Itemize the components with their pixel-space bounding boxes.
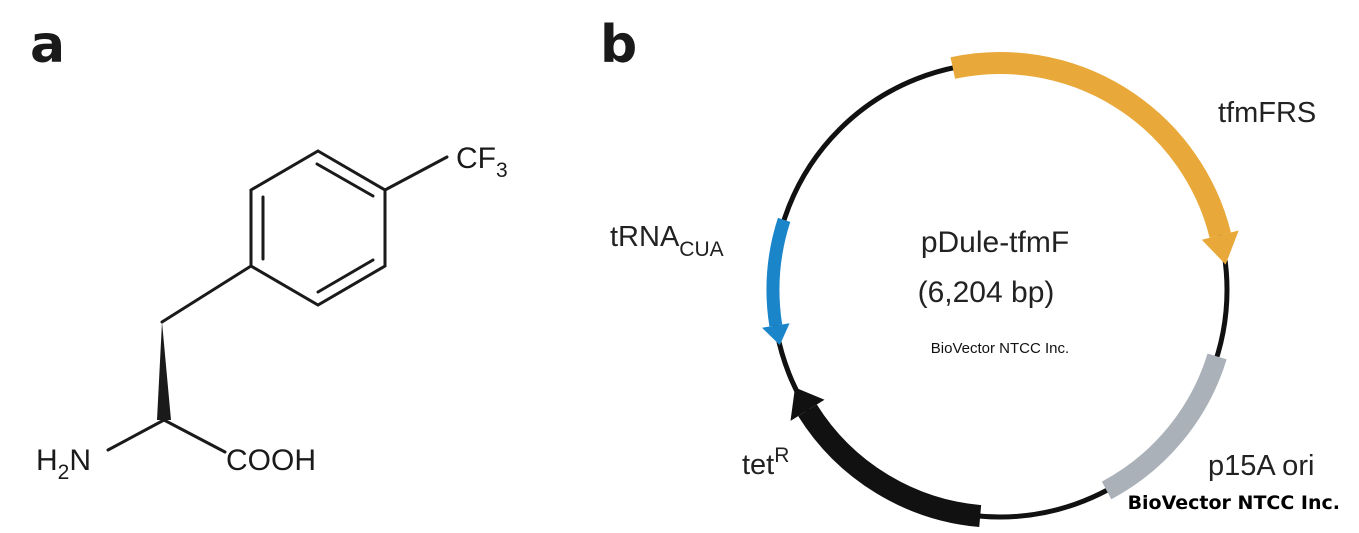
trna-label: tRNACUA xyxy=(610,221,724,261)
ring-double-bond-3 xyxy=(316,258,375,294)
tfmfrs-arrowhead xyxy=(1201,230,1239,265)
bond-ca-n xyxy=(106,418,166,452)
tetr-arrowhead xyxy=(790,387,825,421)
plasmid-size: (6,204 bp) xyxy=(918,276,1055,309)
chemical-structure xyxy=(106,149,449,454)
bond-ring-ch2 xyxy=(160,264,253,324)
watermark-corner: BioVector NTCC Inc. xyxy=(1128,492,1340,514)
amine-label: H2N xyxy=(36,444,91,484)
cf3-label: CF3 xyxy=(456,142,508,182)
p15a-ori-label: p15A ori xyxy=(1208,450,1314,482)
benzene-ring xyxy=(249,149,387,307)
tetr-label: tetR xyxy=(742,444,789,481)
ring-double-bond-1 xyxy=(315,162,375,198)
bond-ring-cf3 xyxy=(383,155,449,192)
plasmid-name: pDule-tfmF xyxy=(921,226,1069,259)
panel-b: b tfmFRS tRNACUA tetR p15A ori pDule-tfm… xyxy=(600,15,1340,528)
tetr-gene-arc xyxy=(798,404,982,528)
trna-gene-arc xyxy=(766,217,791,327)
carboxyl-label: COOH xyxy=(226,444,316,477)
tfmfrs-gene-arc xyxy=(950,52,1231,238)
panel-a: a CF3 H2N COOH xyxy=(30,15,508,484)
watermark-center: BioVector NTCC Inc. xyxy=(931,340,1069,357)
panel-a-letter: a xyxy=(30,15,65,75)
tfmfrs-label: tfmFRS xyxy=(1218,97,1316,129)
p15a-ori-arc xyxy=(1101,353,1227,500)
bond-ca-cooh xyxy=(162,418,227,454)
panel-b-letter: b xyxy=(600,15,637,75)
trna-arrowhead xyxy=(762,323,790,346)
wedge-bond xyxy=(157,322,171,420)
